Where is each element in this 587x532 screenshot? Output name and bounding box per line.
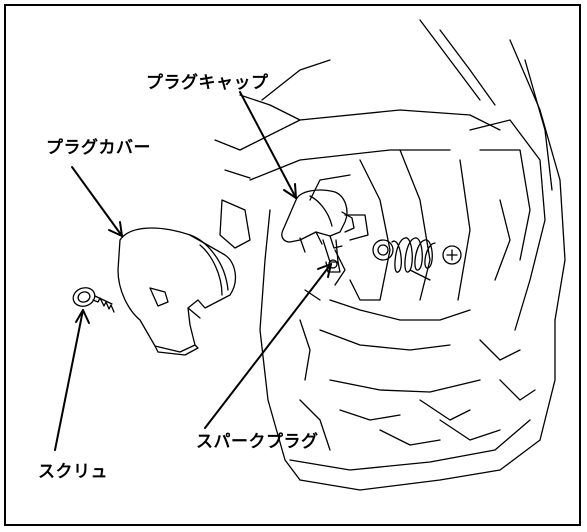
screw-leader (54, 309, 84, 451)
plug-cap-part (281, 189, 355, 253)
leader-arrows (54, 91, 332, 451)
engine-body (214, 19, 566, 491)
plug-cap-leader (239, 91, 297, 199)
plug-cap-arrowhead (283, 183, 297, 199)
spark-plug-arrowhead (317, 263, 332, 278)
plug-cover-leader (71, 166, 123, 237)
screw-part (72, 287, 115, 313)
spark-plug-label: スパークプラグ (196, 432, 319, 452)
spring-assembly (372, 237, 462, 273)
plug-cover-part (117, 227, 237, 356)
plug-cover-arrowhead (108, 221, 123, 237)
plug-cover-label: プラグカバー (46, 138, 151, 158)
spark-plug-leader (204, 263, 332, 429)
plug-cap-label: プラグキャップ (146, 73, 269, 93)
screw-label: スクリュ (38, 462, 108, 482)
spark-plug-part (322, 239, 341, 273)
screw-arrowhead (75, 309, 90, 324)
